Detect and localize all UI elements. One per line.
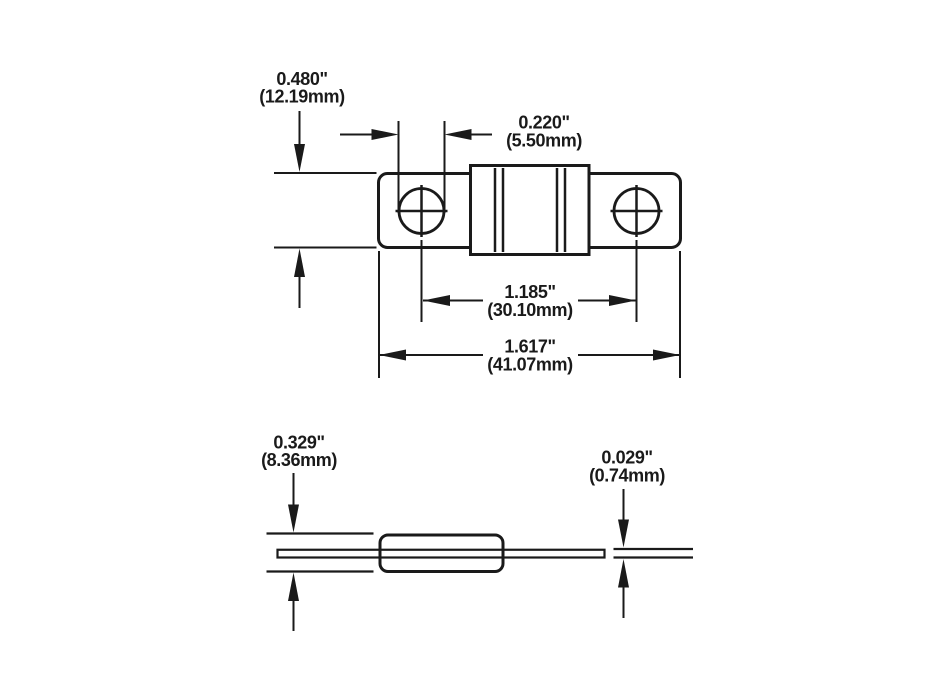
extension-lines [266,532,374,573]
dim-tab-height: 0.480" (12.19mm) [259,69,377,308]
dim-mm-label: (30.10mm) [487,300,573,320]
hole-crosshair-icon [395,185,448,237]
dim-inch-label: 1.617" [504,337,555,357]
arrowhead-right-icon [371,129,399,140]
extension-lines [397,121,446,213]
mounting-hole-right [610,185,663,237]
fuse-top-view [377,164,682,256]
extension-lines [378,251,681,378]
arrowhead-right-icon [609,295,636,306]
dim-inch-label: 0.220" [518,113,569,133]
hole-crosshair-icon [610,185,663,237]
arrowhead-down-icon [288,504,299,533]
dim-mm-label: (5.50mm) [506,131,582,151]
arrowhead-left-icon [379,349,406,361]
fuse-body-ridges [493,168,567,252]
dim-hole-spacing: 1.185" (30.10mm) [420,240,638,322]
dim-inch-label: 1.185" [504,282,555,302]
arrowhead-up-icon [288,572,299,601]
extension-lines [613,547,693,559]
arrowhead-left-icon [444,129,472,140]
extension-lines [420,240,638,322]
fuse-body-side [378,533,505,573]
arrowhead-up-icon [618,559,629,588]
label-backdrop [483,281,578,319]
dim-mm-label: (8.36mm) [261,450,337,470]
arrowhead-up-icon [294,248,305,277]
dim-inch-label: 0.029" [601,448,652,468]
arrowhead-left-icon [423,295,450,306]
fuse-side-view [276,533,606,573]
dim-overall-length: 1.617" (41.07mm) [378,251,681,378]
arrowhead-down-icon [618,519,629,548]
fuse-body [469,164,591,256]
dim-inch-label: 0.329" [273,433,324,453]
arrowhead-down-icon [294,144,305,172]
terminal-strip [276,548,606,559]
extension-lines [274,172,377,249]
dim-mm-label: (0.74mm) [589,466,665,486]
dim-terminal-thickness: 0.029" (0.74mm) [589,448,693,618]
dim-mm-label: (12.19mm) [259,87,345,107]
label-backdrop [483,333,578,374]
arrowhead-right-icon [653,349,680,361]
dim-mm-label: (41.07mm) [487,355,573,375]
dim-inch-label: 0.480" [276,69,327,89]
dim-hole-diameter: 0.220" (5.50mm) [340,113,583,213]
dim-side-height: 0.329" (8.36mm) [261,433,374,631]
